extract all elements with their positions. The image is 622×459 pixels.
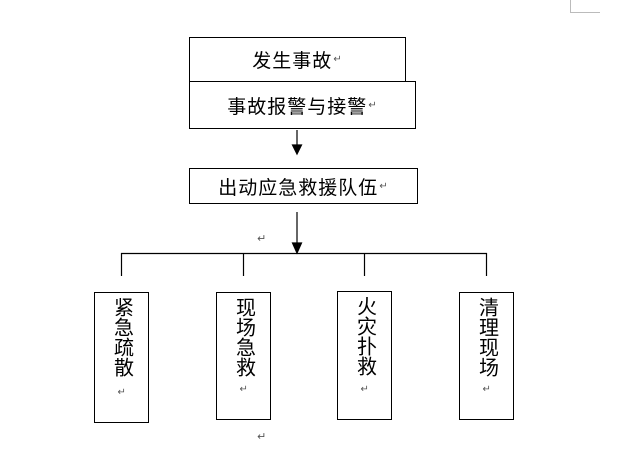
page-corner-mark: [570, 0, 600, 13]
branch-first-aid-label: 现场急救: [232, 297, 257, 377]
branch-first-aid-box: 现场急救 ↵: [216, 292, 271, 420]
branch-evacuation-box: 紧急疏散 ↵: [94, 292, 149, 423]
step-occurrence-box: 发生事故↵: [189, 37, 406, 82]
step-dispatch-box: 出动应急救援队伍↵: [189, 168, 418, 204]
step-alarm-label: 事故报警与接警: [227, 95, 368, 118]
step-dispatch-label: 出动应急救援队伍: [218, 176, 379, 199]
return-mark-2: ↵: [257, 430, 267, 443]
step-alarm-box: 事故报警与接警↵: [189, 81, 416, 129]
branch-cleanup-label: 清理现场: [475, 297, 500, 377]
branch-cleanup-box: 清理现场 ↵: [459, 292, 514, 420]
step-occurrence-label: 发生事故: [252, 50, 333, 72]
branch-firefighting-box: 火灾扑救 ↵: [337, 291, 392, 420]
branch-evacuation-label: 紧急疏散: [110, 297, 135, 377]
arrow-2-head: [291, 144, 303, 156]
arrow-3-head: [291, 242, 303, 255]
return-mark-1: ↵: [257, 232, 267, 245]
branch-firefighting-label: 火灾扑救: [353, 296, 378, 376]
